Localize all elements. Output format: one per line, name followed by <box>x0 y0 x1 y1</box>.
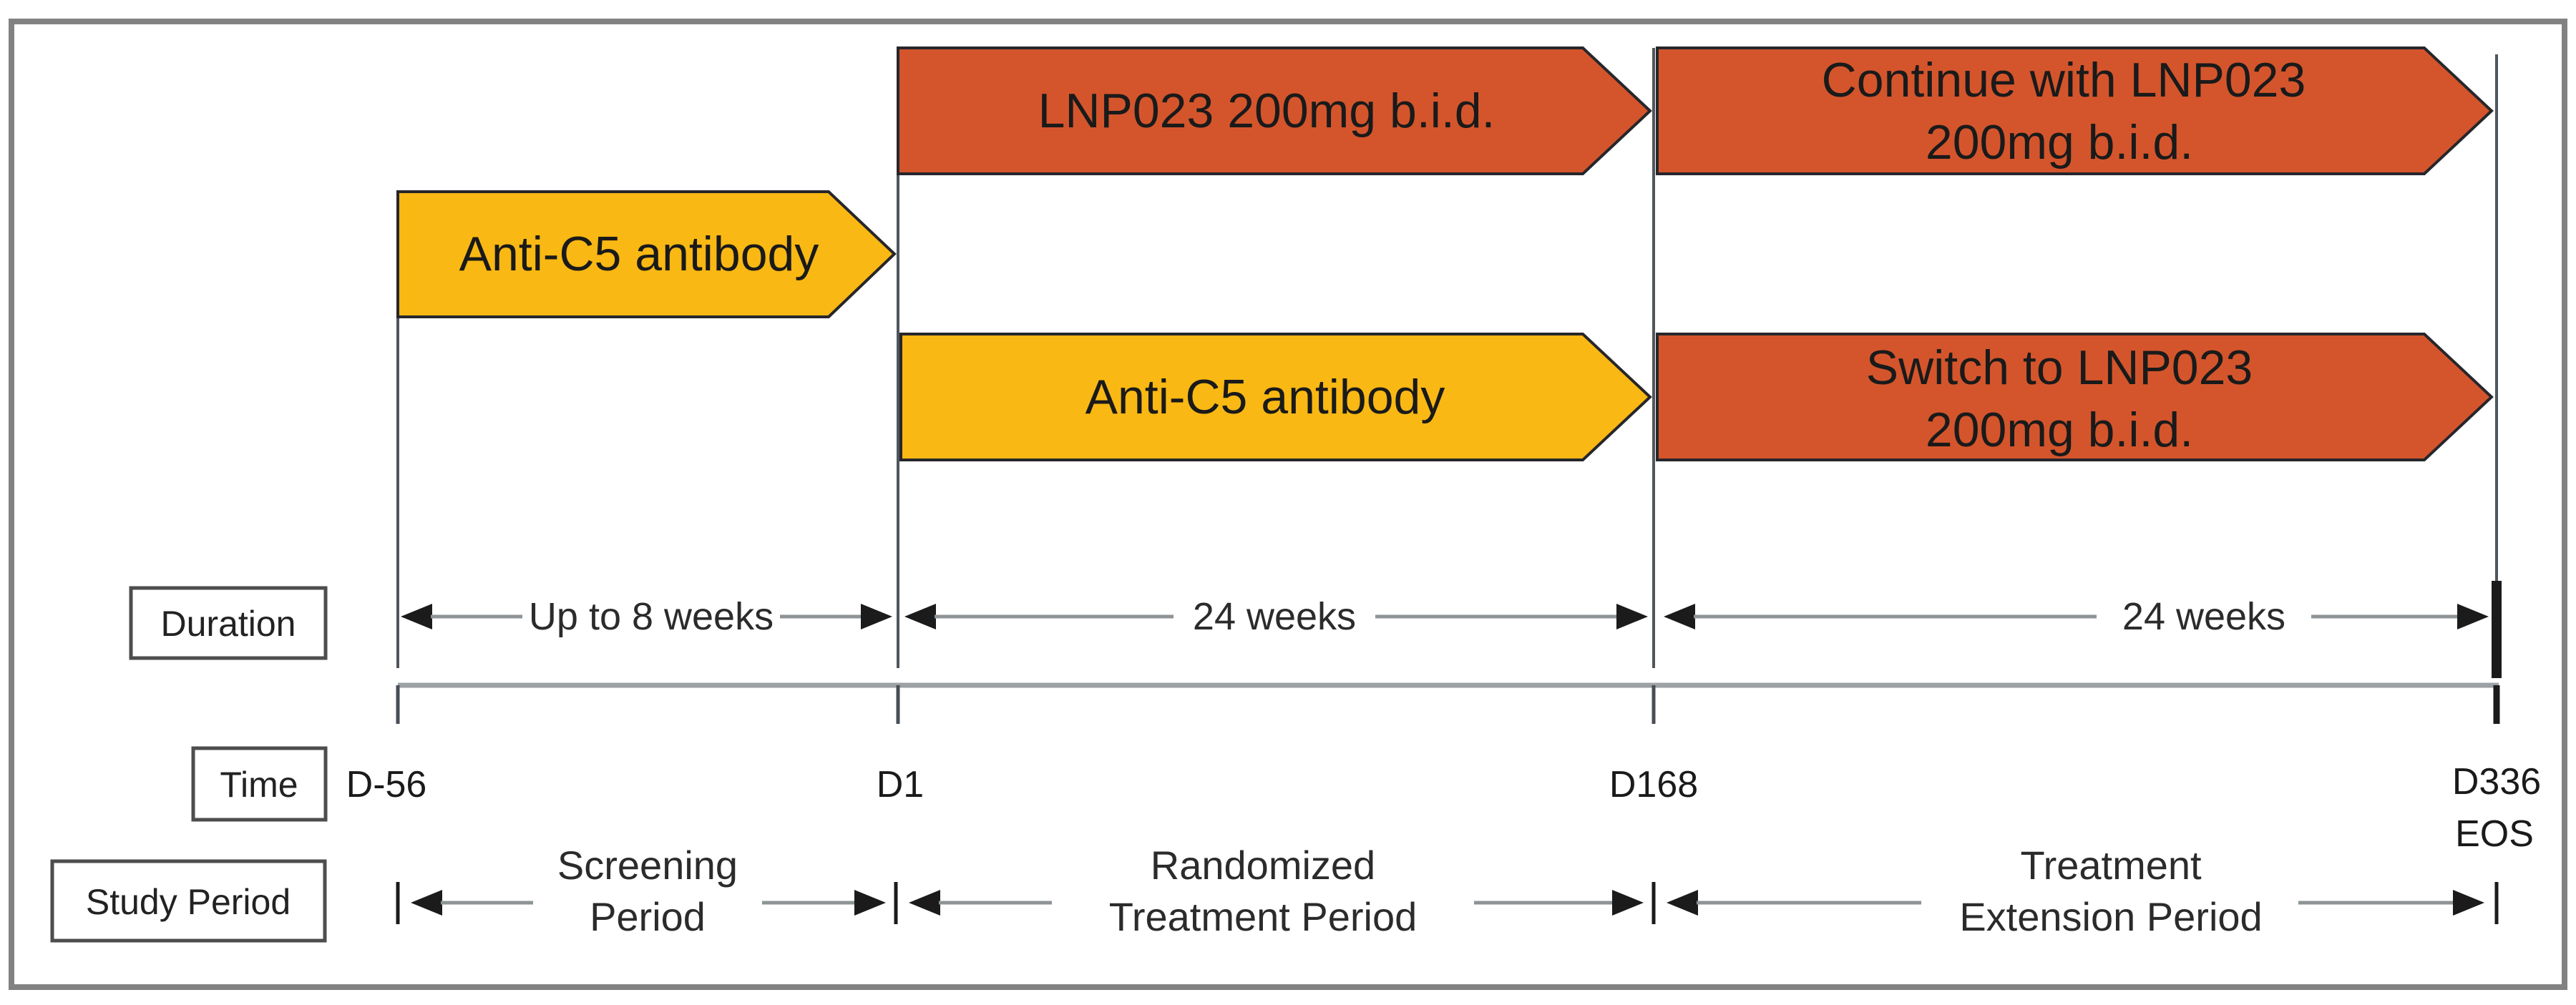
time-label-box <box>191 746 328 822</box>
arrow-anti-c5-randomized <box>899 333 1652 461</box>
arrow-switch-lnp023-label-line2: 200mg b.i.d. <box>1926 403 2193 457</box>
dimension-arrowhead-left <box>904 604 936 629</box>
dimension-arrowhead-right <box>854 890 886 916</box>
study-period-label-box <box>50 859 327 943</box>
study-period-screening: Screening Period <box>411 843 886 939</box>
timepoint-eos: EOS <box>2455 813 2534 855</box>
study-period-name-line1: Treatment <box>2020 843 2202 888</box>
arrow-continue-lnp023 <box>1656 46 2494 175</box>
study-period-name-line1: Screening <box>557 843 738 888</box>
timepoint-d336: D336 <box>2452 761 2541 803</box>
duration-segment-label: 24 weeks <box>1193 595 1356 638</box>
arrow-anti-c5-screening-label: Anti-C5 antibody <box>459 227 819 281</box>
study-period-name-line2: Period <box>590 894 706 939</box>
timepoint-d-56: D-56 <box>346 764 427 805</box>
study-period-extension: Treatment Extension Period <box>1667 843 2484 939</box>
study-period-name-line2: Extension Period <box>1959 894 2262 939</box>
dimension-arrowhead-left <box>909 890 940 916</box>
duration-label-box <box>129 586 328 660</box>
d336-end-marker <box>2492 581 2502 678</box>
duration-segment-extension: 24 weeks <box>1664 595 2489 638</box>
dimension-arrowhead-right <box>861 604 892 629</box>
dimension-arrowhead-right <box>2453 890 2484 916</box>
arrow-anti-c5-screening <box>396 190 897 318</box>
time-label: Time <box>220 765 298 805</box>
arrow-lnp023-randomized <box>897 46 1652 175</box>
study-period-label: Study Period <box>86 882 291 922</box>
duration-segment-randomized: 24 weeks <box>904 595 1648 638</box>
dimension-arrowhead-right <box>2457 604 2489 629</box>
duration-segment-screening: Up to 8 weeks <box>401 595 892 638</box>
study-period-name-line1: Randomized <box>1151 843 1375 888</box>
duration-segment-label: Up to 8 weeks <box>529 595 774 638</box>
dimension-arrowhead-left <box>1667 890 1698 916</box>
duration-label: Duration <box>161 604 296 644</box>
arrow-switch-lnp023 <box>1656 333 2494 461</box>
arrow-switch-lnp023-label-line1: Switch to LNP023 <box>1866 340 2253 395</box>
study-period-name-line2: Treatment Period <box>1109 894 1418 939</box>
dimension-arrowhead-left <box>1664 604 1695 629</box>
arrow-continue-lnp023-label-line2: 200mg b.i.d. <box>1926 115 2193 170</box>
arrow-continue-lnp023-label-line1: Continue with LNP023 <box>1822 53 2306 107</box>
timepoint-d168: D168 <box>1609 764 1698 805</box>
figure-border <box>9 19 2567 990</box>
dimension-arrowhead-right <box>1612 890 1644 916</box>
dimension-arrowhead-left <box>411 890 442 916</box>
study-period-randomized: Randomized Treatment Period <box>909 843 1644 939</box>
timepoint-d1: D1 <box>877 764 924 805</box>
dimension-arrowhead-right <box>1616 604 1648 629</box>
duration-segment-label: 24 weeks <box>2122 595 2285 638</box>
arrow-anti-c5-randomized-label: Anti-C5 antibody <box>1085 370 1445 424</box>
arrow-lnp023-randomized-label: LNP023 200mg b.i.d. <box>1038 84 1496 138</box>
dimension-arrowhead-left <box>401 604 432 629</box>
